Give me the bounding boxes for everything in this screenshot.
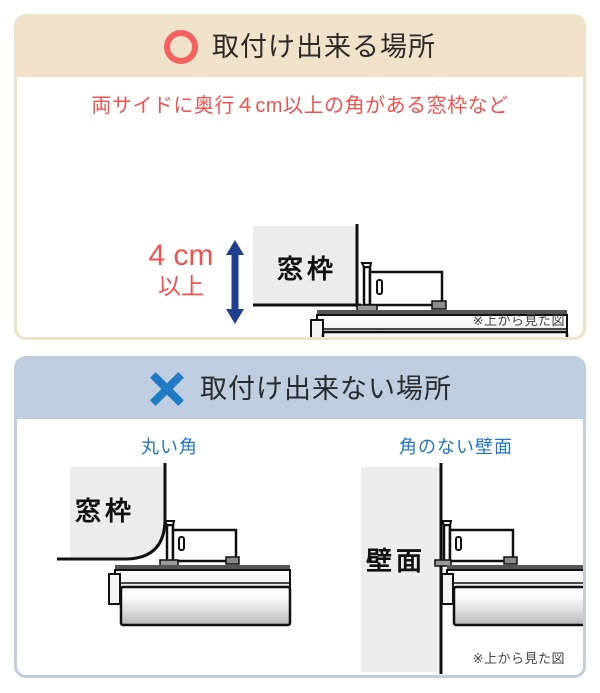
installable-panel-header: 取付け出来る場所 — [17, 17, 583, 77]
depth-value: 4 cm — [148, 239, 214, 272]
not-installable-panel-title: 取付け出来ない場所 — [200, 373, 452, 404]
round-corner-frame-label: 窓枠 — [75, 496, 136, 526]
installable-diagram — [17, 77, 583, 337]
window-frame-label: 窓枠 — [277, 254, 338, 284]
depth-dimension-label: 4 cm 以上 — [145, 240, 217, 298]
case-no-corner-wall-label: 角のない壁面 — [399, 437, 513, 457]
depth-double-arrow-icon — [224, 240, 246, 324]
installable-caption: 両サイドに奥行４cm以上の角がある窓枠など — [91, 95, 509, 117]
flat-wall-label: 壁面 — [366, 546, 427, 576]
not-installable-diagram-svg — [57, 463, 583, 674]
circle-mark-icon — [164, 30, 198, 64]
installable-panel-body: 両サイドに奥行４cm以上の角がある窓枠など 4 cm 以上 — [17, 77, 583, 337]
not-installable-note: ※上から見た図 — [472, 651, 565, 666]
not-installable-panel: 取付け出来ない場所 丸い角 角のない壁面 — [14, 356, 586, 678]
installable-diagram-svg — [253, 224, 569, 337]
depth-qualifier: 以上 — [158, 272, 204, 299]
not-installable-panel-header: 取付け出来ない場所 — [17, 359, 583, 419]
installable-panel-title: 取付け出来る場所 — [212, 31, 436, 62]
case-round-corner-label: 丸い角 — [141, 437, 198, 457]
installable-panel: 取付け出来る場所 両サイドに奥行４cm以上の角がある窓枠など 4 cm 以上 — [14, 14, 586, 340]
not-installable-panel-body: 丸い角 角のない壁面 — [17, 419, 583, 675]
installable-note: ※上から見た図 — [472, 313, 565, 328]
cross-mark-icon — [148, 370, 186, 408]
not-installable-diagram — [17, 419, 583, 675]
